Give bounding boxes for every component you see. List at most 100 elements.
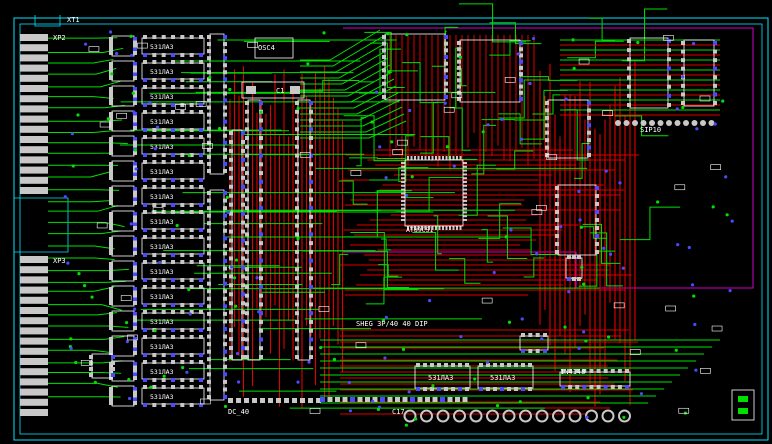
dip-chip[interactable] (109, 85, 137, 107)
dip-chip[interactable] (141, 160, 205, 182)
pad (229, 157, 233, 162)
dip-chip[interactable] (207, 189, 227, 401)
bottom-pads[interactable] (403, 409, 631, 423)
edge-finger (20, 166, 48, 174)
dip-chip[interactable] (141, 235, 205, 257)
pad (109, 222, 113, 227)
dip-chip[interactable] (141, 185, 205, 207)
pad (133, 347, 137, 352)
dip-chip[interactable] (627, 37, 671, 109)
dip-chip[interactable] (109, 335, 137, 357)
dip-chip[interactable] (141, 85, 205, 107)
round-pad (519, 409, 532, 423)
pad (207, 140, 211, 145)
pad (572, 277, 576, 281)
dip-chip[interactable] (141, 135, 205, 157)
dip-chip[interactable] (555, 184, 599, 256)
edge-connector[interactable] (20, 34, 48, 416)
oscillator[interactable]: OSC4 (254, 37, 294, 59)
dip-chip[interactable] (141, 360, 205, 382)
pad (309, 346, 313, 351)
pad (223, 327, 227, 331)
mcu-chip[interactable]: AT89C51 (404, 159, 464, 234)
dip-chip[interactable] (545, 99, 591, 159)
dip-chip[interactable] (457, 39, 523, 103)
dip-chip[interactable] (519, 333, 549, 353)
round-pad (469, 409, 483, 423)
dip-chip[interactable] (109, 60, 137, 82)
dip-chip[interactable] (477, 363, 534, 391)
edge-finger (20, 409, 48, 416)
dip-chip[interactable] (141, 260, 205, 282)
pad (382, 68, 386, 73)
chip-label: 531ЛА3 (150, 293, 174, 301)
dip-chip[interactable] (295, 99, 313, 361)
dip-chip[interactable] (141, 210, 205, 232)
dip-chip[interactable] (141, 60, 205, 82)
dip-chip[interactable] (109, 185, 137, 207)
dip-chip[interactable] (109, 235, 137, 257)
pad (521, 363, 525, 367)
dip-chip[interactable] (245, 99, 263, 361)
dip-chip[interactable] (141, 335, 205, 357)
ic-layer[interactable]: 531ЛА3531ЛА3531ЛА3531ЛА3531ЛА3531ЛА3531Л… (63, 30, 734, 427)
dip-chip[interactable] (141, 385, 205, 407)
dip-chip[interactable] (141, 310, 205, 332)
dip-chip[interactable] (141, 285, 205, 307)
pad (681, 92, 685, 97)
pad (207, 91, 211, 96)
dip-chip[interactable] (141, 110, 205, 132)
trace-green (573, 143, 591, 179)
sip-connector[interactable] (615, 120, 715, 126)
capacitor[interactable]: C1 (241, 81, 305, 99)
dip-chip[interactable] (109, 160, 137, 182)
pad (171, 210, 175, 214)
pad (462, 397, 468, 402)
chip-outline (111, 160, 135, 182)
pad (245, 302, 249, 307)
edge-finger (20, 125, 48, 133)
pad (109, 262, 113, 266)
pad (223, 364, 227, 369)
pad (207, 304, 211, 309)
pad (458, 363, 462, 367)
pad (444, 88, 448, 93)
pad (189, 278, 194, 282)
dip-chip[interactable] (109, 110, 137, 132)
dip-chip[interactable] (109, 210, 137, 232)
pad (223, 49, 227, 54)
pad (171, 235, 175, 239)
pad (171, 303, 175, 307)
trace-green (614, 115, 669, 137)
pad (189, 160, 194, 164)
pad (457, 78, 461, 83)
pad (223, 319, 227, 324)
pad (109, 162, 113, 166)
dip-chip[interactable] (109, 385, 137, 407)
right-bottom-component[interactable] (731, 389, 755, 421)
dip-chip[interactable] (109, 260, 137, 282)
pad (207, 349, 211, 354)
dip-chip[interactable] (229, 129, 245, 361)
bottom-header[interactable] (228, 397, 468, 403)
dip-chip[interactable] (109, 35, 137, 57)
pad (109, 265, 113, 270)
pad (109, 87, 113, 91)
dip-chip[interactable] (109, 310, 137, 332)
dip-chip[interactable] (382, 33, 448, 101)
pad (596, 385, 601, 389)
dip-chip[interactable] (109, 285, 137, 307)
dip-chip[interactable] (207, 33, 227, 175)
pad (259, 188, 263, 193)
pad (133, 394, 137, 398)
dip-chip[interactable] (559, 369, 631, 389)
pad (171, 385, 175, 389)
dip-chip[interactable] (414, 363, 471, 391)
edge-finger (20, 136, 48, 143)
pad (444, 75, 448, 79)
pad (189, 260, 194, 264)
dip-chip[interactable] (141, 35, 205, 57)
pad (133, 362, 137, 366)
pad (109, 90, 113, 95)
